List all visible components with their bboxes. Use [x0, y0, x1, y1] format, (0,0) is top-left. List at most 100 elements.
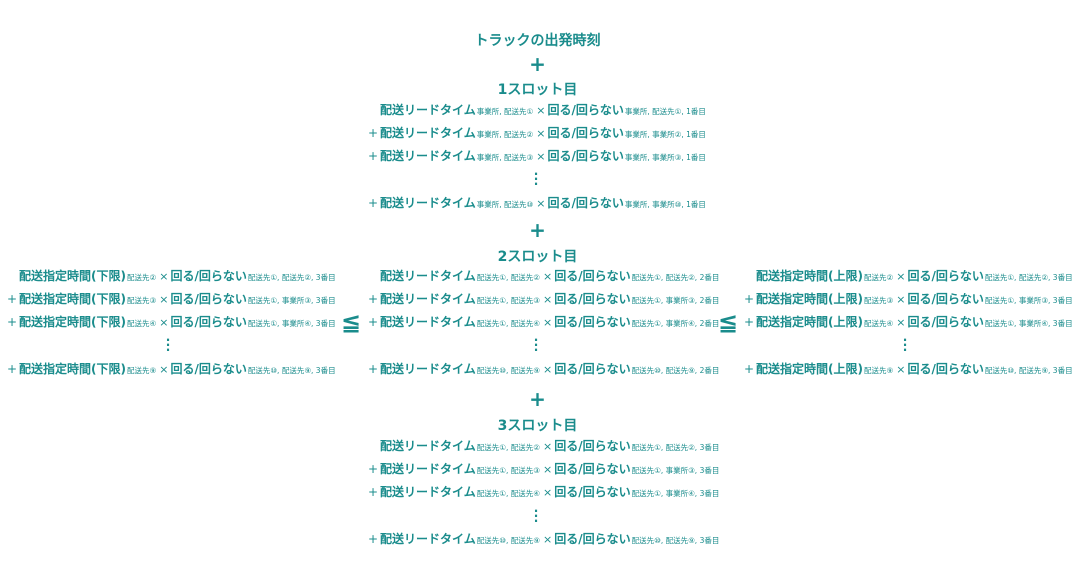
row-main: 配送指定時間(上限) [756, 362, 863, 376]
row-sub2: 配送先①, 事業所③, 3番目 [631, 466, 720, 475]
slot3-heading: 3スロット目 [497, 418, 578, 434]
row-sub1: 事業所, 配送先⑩ [476, 200, 534, 209]
row-operator: + [744, 362, 755, 376]
row-mid: 回る/回らない [554, 439, 631, 453]
lower-bound-row: +配送指定時間(下限)配送先②×回る/回らない配送先①, 配送先②, 3番目 [7, 267, 337, 285]
row-sub1: 配送先⑩, 配送先⑨ [476, 536, 540, 545]
row-sub1: 配送先⑨ [126, 366, 157, 375]
row-sub2: 配送先①, 事業所④, 3番目 [984, 319, 1073, 328]
row-operator: + [368, 362, 379, 376]
upper-bound-row: +配送指定時間(上限)配送先②×回る/回らない配送先①, 配送先②, 3番目 [744, 267, 1074, 285]
times-sign: × [159, 270, 169, 283]
row-sub2: 事業所, 事業所②, 1番目 [624, 130, 706, 139]
row-mid: 回る/回らない [554, 362, 631, 376]
row-main: 配送リードタイム [380, 532, 476, 546]
slot2-row: +配送リードタイム配送先①, 配送先②×回る/回らない配送先①, 配送先②, 2… [368, 267, 720, 285]
row-mid: 回る/回らない [554, 269, 631, 283]
vertical-ellipsis-icon: ··· [533, 333, 539, 357]
row-sub1: 事業所, 配送先① [476, 107, 534, 116]
row-main: 配送指定時間(下限) [19, 269, 126, 283]
row-main: 配送リードタイム [380, 439, 476, 453]
row-sub2: 配送先①, 配送先②, 3番目 [984, 273, 1073, 282]
row-operator: + [368, 196, 379, 210]
row-sub2: 配送先①, 事業所③, 3番目 [984, 296, 1073, 305]
times-sign: × [542, 463, 553, 476]
row-sub2: 配送先⑩, 配送先⑨, 3番目 [247, 366, 336, 375]
row-operator: + [744, 292, 755, 306]
row-sub2: 配送先①, 事業所③, 3番目 [247, 296, 336, 305]
times-sign: × [896, 293, 906, 306]
row-mid: 回る/回らない [170, 269, 247, 283]
row-sub1: 配送先④ [126, 319, 157, 328]
row-sub2: 配送先①, 事業所③, 2番目 [631, 296, 720, 305]
vertical-ellipsis-icon: ··· [902, 333, 908, 357]
times-sign: × [536, 150, 546, 163]
lower-bound-row: +配送指定時間(下限)配送先⑨×回る/回らない配送先⑩, 配送先⑨, 3番目 [7, 360, 337, 378]
slot3-row: +配送リードタイム配送先①, 配送先③×回る/回らない配送先①, 事業所③, 3… [368, 460, 720, 478]
times-sign: × [159, 316, 169, 329]
row-main: 配送指定時間(上限) [756, 315, 863, 329]
times-sign: × [542, 270, 553, 283]
row-sub1: 配送先①, 配送先② [476, 273, 540, 282]
row-operator: + [7, 315, 18, 329]
slot2-row: +配送リードタイム配送先①, 配送先③×回る/回らない配送先①, 事業所③, 2… [368, 290, 720, 308]
plus-sign-slot1: + [529, 218, 546, 242]
row-main: 配送リードタイム [380, 126, 476, 140]
row-mid: 回る/回らない [554, 462, 631, 476]
slot3-row: +配送リードタイム配送先⑩, 配送先⑨×回る/回らない配送先⑩, 配送先⑨, 3… [368, 530, 720, 548]
row-main: 配送指定時間(上限) [756, 292, 863, 306]
row-main: 配送リードタイム [380, 315, 476, 329]
row-sub1: 配送先①, 配送先③ [476, 296, 540, 305]
times-sign: × [536, 104, 546, 117]
row-sub2: 配送先①, 配送先②, 3番目 [631, 443, 720, 452]
row-mid: 回る/回らない [170, 362, 247, 376]
row-operator: + [368, 315, 379, 329]
row-sub1: 配送先①, 配送先③ [476, 466, 540, 475]
row-main: 配送指定時間(上限) [756, 269, 863, 283]
row-main: 配送リードタイム [380, 485, 476, 499]
row-mid: 回る/回らない [170, 292, 247, 306]
row-sub2: 配送先⑩, 配送先⑨, 3番目 [631, 536, 720, 545]
row-main: 配送リードタイム [380, 362, 476, 376]
times-sign: × [896, 316, 906, 329]
vertical-ellipsis-icon: ··· [533, 504, 539, 528]
times-sign: × [542, 316, 553, 329]
lower-bound-row: +配送指定時間(下限)配送先③×回る/回らない配送先①, 事業所③, 3番目 [7, 290, 337, 308]
row-mid: 回る/回らない [907, 269, 984, 283]
row-sub1: 配送先①, 配送先② [476, 443, 540, 452]
times-sign: × [536, 197, 546, 210]
row-operator: + [7, 292, 18, 306]
row-sub2: 事業所, 配送先①, 1番目 [624, 107, 706, 116]
times-sign: × [542, 486, 553, 499]
row-main: 配送リードタイム [380, 103, 476, 117]
row-main: 配送リードタイム [380, 462, 476, 476]
upper-bound-row: +配送指定時間(上限)配送先⑨×回る/回らない配送先⑩, 配送先⑨, 3番目 [744, 360, 1074, 378]
vertical-ellipsis-icon: ··· [165, 333, 171, 357]
row-main: 配送リードタイム [380, 292, 476, 306]
plus-sign-slot2: + [529, 387, 546, 411]
row-main: 配送指定時間(下限) [19, 362, 126, 376]
row-sub1: 配送先③ [863, 296, 894, 305]
row-sub1: 配送先⑩, 配送先⑨ [476, 366, 540, 375]
row-operator: + [368, 292, 379, 306]
row-mid: 回る/回らない [554, 532, 631, 546]
times-sign: × [542, 533, 553, 546]
row-sub2: 配送先①, 事業所④, 3番目 [631, 489, 720, 498]
row-sub1: 配送先② [863, 273, 894, 282]
row-operator: + [368, 149, 379, 163]
lower-bound-row: +配送指定時間(下限)配送先④×回る/回らない配送先①, 事業所④, 3番目 [7, 313, 337, 331]
row-mid: 回る/回らない [547, 126, 624, 140]
row-sub2: 配送先⑩, 配送先⑨, 2番目 [631, 366, 720, 375]
times-sign: × [536, 127, 546, 140]
row-sub2: 配送先⑩, 配送先⑨, 3番目 [984, 366, 1073, 375]
slot2-heading: 2スロット目 [497, 249, 578, 265]
times-sign: × [542, 293, 553, 306]
times-sign: × [159, 293, 169, 306]
slot3-row: +配送リードタイム配送先①, 配送先④×回る/回らない配送先①, 事業所④, 3… [368, 483, 720, 501]
row-operator: + [368, 485, 379, 499]
row-mid: 回る/回らない [547, 103, 624, 117]
less-equal-right-icon: ≦ [718, 308, 739, 336]
departure-time-title: トラックの出発時刻 [474, 33, 601, 49]
times-sign: × [542, 363, 553, 376]
row-main: 配送指定時間(下限) [19, 315, 126, 329]
